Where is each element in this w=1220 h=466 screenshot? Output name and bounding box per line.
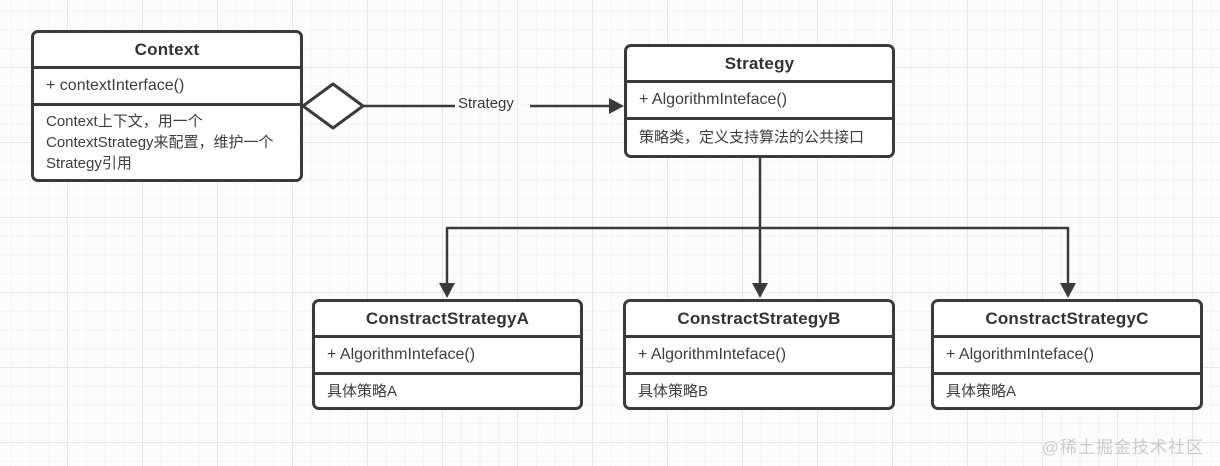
class-title: Context — [34, 33, 300, 69]
class-box-strategy: Strategy + AlgorithmInteface() 策略类，定义支持算… — [624, 44, 895, 158]
class-description: 具体策略B — [638, 382, 709, 400]
class-method: + AlgorithmInteface() — [626, 338, 892, 375]
arrowhead-right-icon — [609, 98, 624, 114]
class-method: + contextInterface() — [34, 69, 300, 106]
class-description: 具体策略A — [327, 382, 398, 400]
watermark-text: @稀土掘金技术社区 — [1041, 438, 1204, 457]
class-description: Context上下文，用一个ContextStrategy来配置，维护一个Str… — [46, 113, 274, 172]
aggregation-diamond-icon — [301, 82, 365, 130]
arrowhead-down-icon — [1060, 283, 1076, 298]
aggregation-edge-label: Strategy — [458, 95, 514, 112]
class-box-context: Context + contextInterface() Context上下文，… — [31, 30, 303, 182]
class-description: 策略类，定义支持算法的公共接口 — [639, 129, 865, 146]
class-box-strategy-c: ConstractStrategyC + AlgorithmInteface()… — [931, 299, 1203, 410]
arrowhead-down-icon — [752, 283, 768, 298]
class-method: + AlgorithmInteface() — [627, 83, 892, 120]
class-method: + AlgorithmInteface() — [315, 338, 580, 375]
class-box-strategy-a: ConstractStrategyA + AlgorithmInteface()… — [312, 299, 583, 410]
class-title: ConstractStrategyC — [934, 302, 1200, 338]
class-title: ConstractStrategyA — [315, 302, 580, 338]
class-method: + AlgorithmInteface() — [934, 338, 1200, 375]
arrowhead-down-icon — [439, 283, 455, 298]
class-title: ConstractStrategyB — [626, 302, 892, 338]
class-description: 具体策略A — [946, 382, 1017, 400]
class-box-strategy-b: ConstractStrategyB + AlgorithmInteface()… — [623, 299, 895, 410]
strategy-branch-rail — [445, 226, 1070, 285]
class-title: Strategy — [627, 47, 892, 83]
